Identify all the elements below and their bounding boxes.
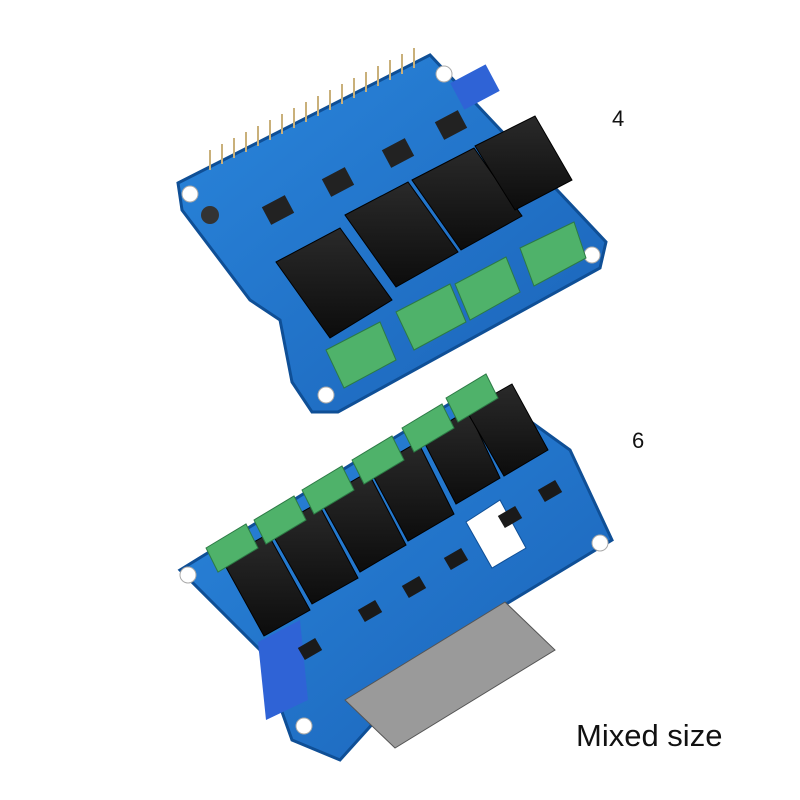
relay-b6	[465, 383, 549, 477]
relay-board-4ch	[176, 48, 608, 414]
terminal-blocks-bottom	[205, 373, 499, 573]
gpio-header-top	[209, 48, 415, 170]
gpio-header-bottom	[344, 601, 556, 749]
caption-mixed-size: Mixed size	[576, 718, 723, 753]
relay-1	[275, 227, 393, 339]
relay-board-6ch: RPi Relay Board	[177, 373, 614, 762]
relay-3	[411, 147, 523, 251]
count-label-4: 4	[612, 106, 625, 131]
relay-4	[474, 115, 573, 211]
count-label-6: 6	[632, 428, 645, 453]
terminal-blocks-top	[325, 221, 587, 389]
relay-2	[344, 181, 459, 288]
